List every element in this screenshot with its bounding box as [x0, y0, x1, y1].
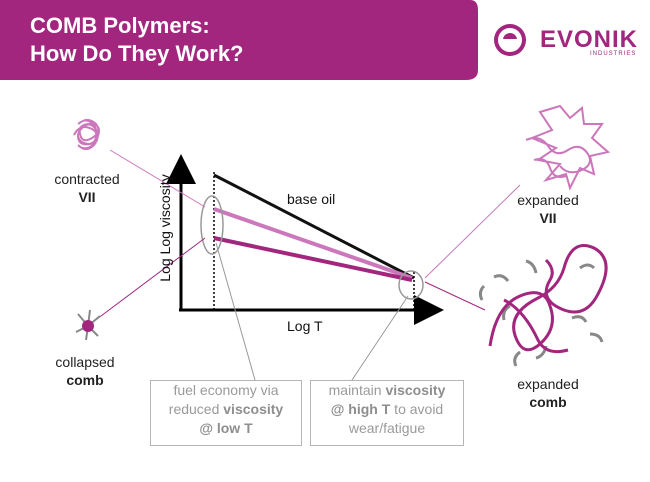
- maintain-viscosity-box: maintain viscosity @ high T to avoid wea…: [310, 380, 464, 446]
- maintain-box-line2: @ high T to avoid: [330, 401, 444, 417]
- collapsed-comb-label: collapsed comb: [40, 353, 130, 389]
- pointer-fuel-economy: [215, 242, 256, 381]
- evonik-logo-icon: [494, 24, 526, 56]
- maintain-box-line3: wear/fatigue: [348, 420, 426, 436]
- logo-wordmark: EVONIK: [540, 26, 639, 53]
- fuel-box-line3: @ low T: [199, 420, 253, 436]
- fuel-box-line1: fuel economy via: [173, 382, 279, 398]
- contracted-text: contracted: [54, 171, 120, 187]
- expanded-vii-icon: [525, 104, 611, 191]
- header-banner-shape: [0, 0, 478, 80]
- comb-line: [213, 236, 413, 282]
- comb-left-text: comb: [66, 372, 104, 388]
- slide-title: COMB Polymers: How Do They Work?: [30, 12, 244, 68]
- expanded-vii-text: expanded: [517, 192, 579, 208]
- collapsed-text: collapsed: [55, 354, 115, 370]
- contracted-vii-coil-icon: [73, 119, 100, 150]
- fuel-box-line2: reduced viscosity: [168, 401, 284, 417]
- x-axis-label: Log T: [287, 318, 323, 334]
- title-line-1: COMB Polymers:: [30, 13, 210, 38]
- vii-line: [213, 207, 413, 280]
- y-axis-label: Log Log viscosity: [157, 174, 173, 282]
- connector-expanded-comb: [424, 281, 486, 311]
- comb-right-text: comb: [529, 394, 567, 410]
- fuel-economy-box: fuel economy via reduced viscosity @ low…: [150, 380, 302, 446]
- logo-subtext: INDUSTRIES: [590, 51, 637, 57]
- base-oil-line: [213, 173, 415, 280]
- expanded-vii-label: expanded VII: [503, 191, 593, 227]
- high-temp-ellipse: [398, 270, 424, 300]
- expanded-comb-icon: [478, 244, 608, 367]
- maintain-box-line1: maintain viscosity: [328, 382, 446, 398]
- connector-collapsed-comb: [96, 237, 206, 320]
- vii-right-text: VII: [539, 210, 557, 226]
- base-oil-label: base oil: [287, 191, 336, 207]
- title-line-2: How Do They Work?: [30, 41, 244, 66]
- low-temp-ellipse: [200, 195, 224, 255]
- connector-expanded-vii: [424, 184, 521, 279]
- expanded-comb-label: expanded comb: [503, 375, 593, 411]
- connector-contracted-vii: [109, 149, 206, 208]
- header-band: COMB Polymers: How Do They Work? EVONIK …: [0, 0, 650, 82]
- collapsed-comb-icon: [75, 309, 101, 341]
- expanded-comb-text: expanded: [517, 376, 579, 392]
- contracted-vii-label: contracted VII: [42, 170, 132, 206]
- vii-left-text: VII: [78, 189, 96, 205]
- pointer-maintain-viscosity: [351, 295, 409, 381]
